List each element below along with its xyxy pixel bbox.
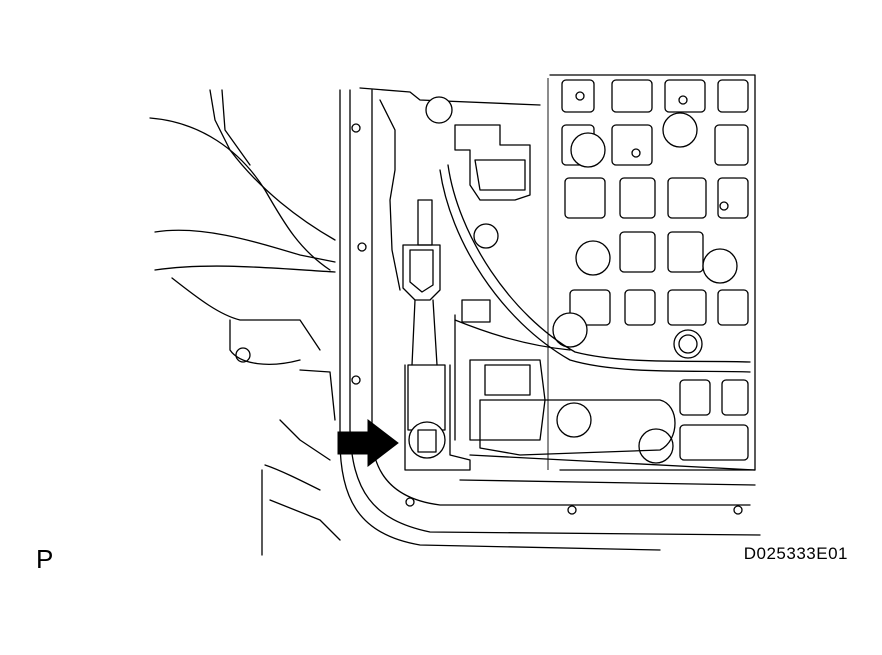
bolt-heads (425, 96, 738, 464)
view-label: P (36, 544, 54, 574)
figure-code: D025333E01 (743, 544, 848, 563)
detent-spring-assembly (402, 199, 471, 471)
indicator-arrow (337, 418, 399, 468)
wiring-harness (439, 124, 751, 441)
valve-body-plate (547, 74, 756, 471)
transmission-case-outline (149, 89, 341, 556)
manual-valve-block (459, 359, 756, 486)
